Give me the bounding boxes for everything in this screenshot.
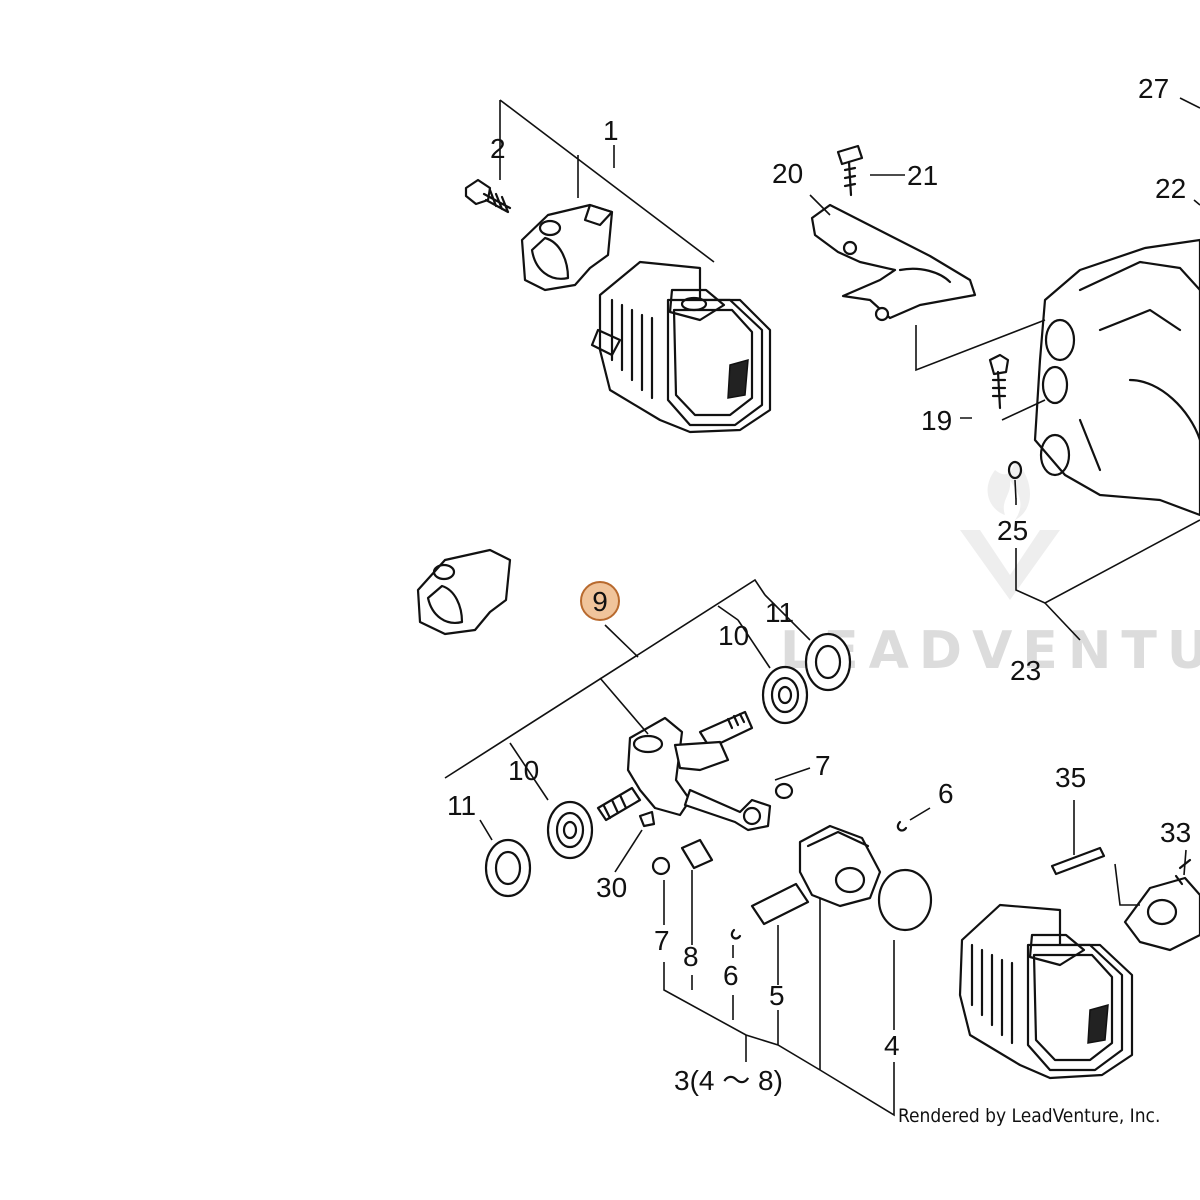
- callout-11-lower: 11: [447, 790, 476, 821]
- callout-22: 22: [1155, 173, 1186, 204]
- clip-part-6-upper: [896, 820, 908, 832]
- cylinder-part: [590, 260, 772, 434]
- piston-ring-part-4: [877, 868, 933, 932]
- callout-7-upper: 7: [815, 750, 831, 781]
- pin-part-5: [750, 882, 810, 926]
- cylinder-part-lower: [958, 903, 1134, 1080]
- screw-part-21: [836, 144, 864, 197]
- washer-part-7-lower: [651, 856, 671, 876]
- callout-27: 27: [1138, 73, 1169, 104]
- seal-part-11-upper: [804, 632, 852, 692]
- key-part-30: [638, 810, 656, 828]
- callout-8: 8: [683, 941, 699, 972]
- crankcase-half-top: [520, 203, 614, 292]
- bearing-part-8: [680, 838, 714, 870]
- callout-4: 4: [884, 1030, 900, 1061]
- callout-1: 1: [603, 115, 619, 146]
- crankcase-part-23: [1033, 238, 1200, 517]
- clip-part-6-lower: [730, 928, 742, 940]
- callout-6-upper: 6: [938, 778, 954, 809]
- callout-25: 25: [997, 515, 1028, 546]
- callout-2: 2: [490, 133, 506, 164]
- callout-10-upper: 10: [718, 620, 749, 651]
- callout-5: 5: [769, 980, 785, 1011]
- callout-6-lower: 6: [723, 960, 739, 991]
- washer-part-7-upper: [774, 782, 794, 800]
- callout-11-upper: 11: [765, 597, 794, 628]
- callout-3: 3(4 ～ 8): [674, 1065, 783, 1096]
- leader-lines: [444, 97, 1200, 1117]
- callout-23: 23: [1010, 655, 1041, 686]
- callout-35: 35: [1055, 762, 1086, 793]
- highlight-circle[interactable]: [580, 581, 620, 621]
- callout-19: 19: [921, 405, 952, 436]
- bearing-part-10-lower: [546, 800, 594, 860]
- crankshaft-part: [596, 710, 772, 832]
- callout-30: 30: [596, 872, 627, 903]
- callout-9-highlight[interactable]: 9: [580, 581, 620, 621]
- callout-20: 20: [772, 158, 803, 189]
- pin-part-35: [1050, 846, 1106, 876]
- callout-9[interactable]: 9: [592, 586, 608, 617]
- piston-part: [798, 824, 882, 908]
- ring-part-25: [1007, 460, 1023, 480]
- bolt-part-19: [988, 353, 1010, 410]
- crankcase-half-bottom: [416, 548, 512, 636]
- cover-part-20: [810, 203, 977, 322]
- callout-labels: 1 2 20 21 27 22 19 25 23 11 10 7 6 10 11…: [447, 73, 1191, 1096]
- callout-33: 33: [1160, 817, 1191, 848]
- callout-21: 21: [907, 160, 938, 191]
- bearing-part-10-upper: [761, 665, 809, 725]
- bolt-part-2: [464, 178, 512, 214]
- callout-10-lower: 10: [508, 755, 539, 786]
- callout-7-lower: 7: [654, 925, 670, 956]
- seal-part-11-lower: [484, 838, 532, 898]
- render-credit: Rendered by LeadVenture, Inc.: [898, 1105, 1160, 1127]
